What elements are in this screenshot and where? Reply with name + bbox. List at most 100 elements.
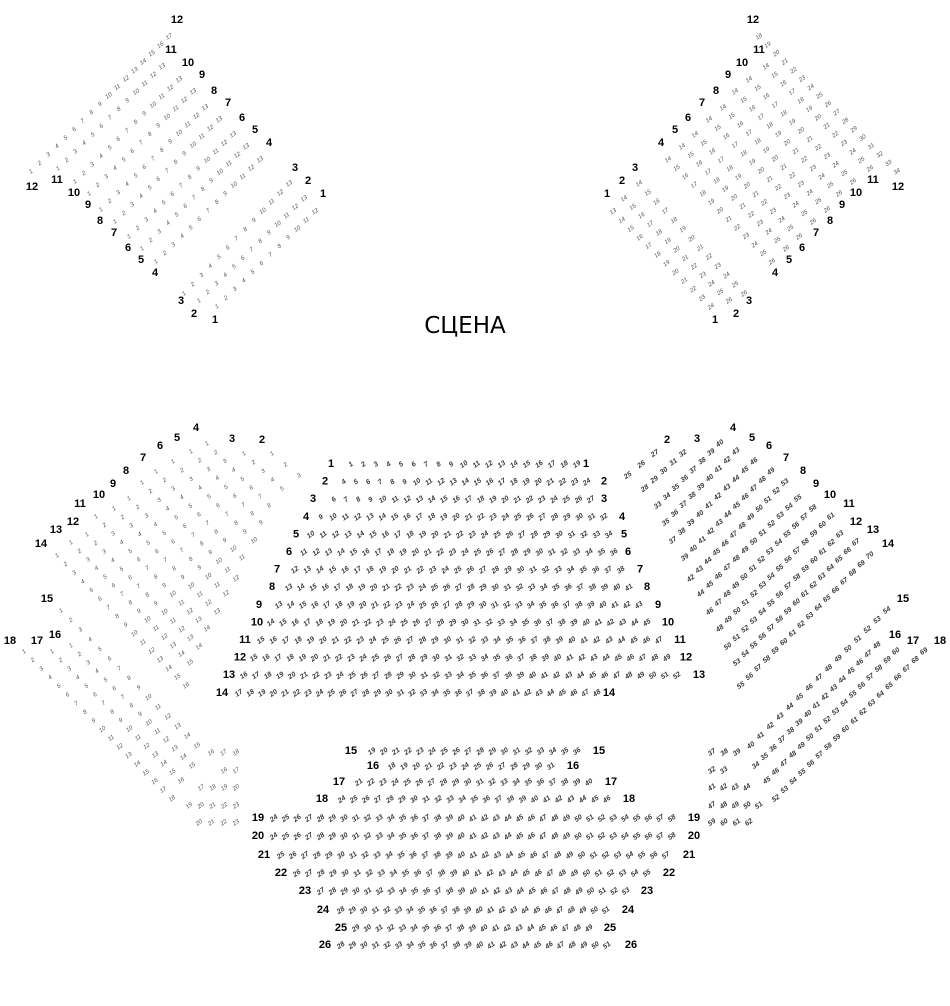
seat[interactable]: 2 bbox=[147, 237, 155, 245]
seat[interactable]: 41 bbox=[623, 583, 634, 594]
seat[interactable]: 14 bbox=[266, 618, 276, 628]
seat[interactable]: 20 bbox=[672, 245, 682, 255]
seat[interactable]: 16 bbox=[722, 132, 731, 141]
seat[interactable]: 16 bbox=[695, 159, 704, 168]
seat[interactable]: 4 bbox=[112, 165, 119, 172]
seat[interactable]: 43 bbox=[729, 783, 740, 794]
seat[interactable]: 32 bbox=[524, 747, 534, 757]
seat[interactable]: 50 bbox=[749, 537, 759, 547]
seat[interactable]: 41 bbox=[510, 688, 521, 699]
seat[interactable]: 17 bbox=[273, 653, 284, 664]
seat[interactable]: 53 bbox=[613, 851, 623, 861]
seat[interactable]: 15 bbox=[173, 673, 182, 682]
seat[interactable]: 6 bbox=[249, 485, 256, 492]
seat[interactable]: 4 bbox=[94, 668, 101, 675]
seat[interactable]: 6 bbox=[130, 148, 137, 155]
seat[interactable]: 67 bbox=[839, 576, 850, 587]
seat[interactable]: 32 bbox=[599, 512, 609, 522]
seat[interactable]: 24 bbox=[367, 636, 378, 647]
seat[interactable]: 36 bbox=[480, 671, 490, 681]
seat[interactable]: 19 bbox=[572, 460, 582, 470]
seat[interactable]: 38 bbox=[456, 924, 466, 934]
seat[interactable]: 52 bbox=[597, 814, 607, 824]
seat[interactable]: 34 bbox=[509, 618, 519, 628]
seat[interactable]: 17 bbox=[281, 635, 292, 646]
seat[interactable]: 40 bbox=[455, 814, 466, 825]
seat[interactable]: 18 bbox=[405, 530, 415, 540]
seat[interactable]: 11 bbox=[169, 617, 178, 625]
seat[interactable]: 44 bbox=[784, 702, 795, 713]
seat[interactable]: 63 bbox=[817, 572, 827, 582]
seat[interactable]: 47 bbox=[637, 653, 649, 664]
seat[interactable]: 23 bbox=[797, 75, 807, 85]
seat[interactable]: 37 bbox=[548, 777, 559, 788]
seat[interactable]: 4 bbox=[87, 636, 94, 643]
seat[interactable]: 4 bbox=[179, 494, 186, 501]
seat[interactable]: 34 bbox=[584, 548, 594, 558]
seat[interactable]: 1 bbox=[112, 219, 118, 226]
seat[interactable]: 24 bbox=[848, 147, 858, 157]
seat[interactable]: 37 bbox=[433, 886, 444, 897]
seat[interactable]: 43 bbox=[633, 600, 644, 611]
seat[interactable]: 6 bbox=[112, 685, 119, 692]
seat[interactable]: 17 bbox=[234, 688, 245, 699]
seat[interactable]: 12 bbox=[180, 96, 189, 105]
seat[interactable]: 20 bbox=[357, 600, 368, 611]
seat[interactable]: 37 bbox=[545, 617, 556, 628]
seat[interactable]: 19 bbox=[327, 618, 337, 628]
seat[interactable]: 1 bbox=[170, 459, 176, 466]
seat[interactable]: 49 bbox=[765, 467, 776, 478]
seat[interactable]: 13 bbox=[415, 495, 425, 505]
seat[interactable]: 20 bbox=[410, 548, 421, 559]
seat[interactable]: 15 bbox=[298, 600, 308, 610]
seat[interactable]: 51 bbox=[601, 906, 611, 916]
seat[interactable]: 1 bbox=[86, 191, 92, 198]
seat[interactable]: 8 bbox=[173, 159, 180, 166]
seat[interactable]: 46 bbox=[854, 658, 865, 669]
seat[interactable]: 20 bbox=[378, 747, 389, 758]
seat[interactable]: 4 bbox=[231, 467, 238, 474]
seat[interactable]: 2 bbox=[92, 540, 100, 548]
seat[interactable]: 24 bbox=[722, 271, 732, 281]
seat[interactable]: 11 bbox=[178, 599, 187, 607]
seat[interactable]: 24 bbox=[357, 653, 368, 664]
seat[interactable]: 50 bbox=[577, 851, 587, 861]
seat[interactable]: 14 bbox=[377, 512, 387, 522]
seat[interactable]: 43 bbox=[714, 518, 725, 529]
seat[interactable]: 21 bbox=[380, 583, 391, 594]
seat[interactable]: 15 bbox=[249, 653, 259, 663]
seat[interactable]: 4 bbox=[208, 263, 215, 270]
seat[interactable]: 47 bbox=[706, 800, 718, 811]
seat[interactable]: 5 bbox=[174, 514, 181, 521]
seat[interactable]: 16 bbox=[380, 530, 390, 540]
seat[interactable]: 31 bbox=[867, 143, 876, 152]
seat[interactable]: 19 bbox=[367, 747, 377, 757]
seat[interactable]: 11 bbox=[213, 581, 222, 589]
seat[interactable]: 44 bbox=[702, 556, 713, 567]
seat[interactable]: 17 bbox=[771, 101, 780, 110]
seat[interactable]: 42 bbox=[484, 869, 495, 880]
seat[interactable]: 35 bbox=[505, 636, 515, 646]
seat[interactable]: 2 bbox=[196, 457, 204, 465]
seat[interactable]: 28 bbox=[465, 583, 476, 594]
seat[interactable]: 28 bbox=[549, 512, 560, 523]
seat[interactable]: 9 bbox=[142, 110, 149, 117]
seat[interactable]: 39 bbox=[572, 778, 582, 788]
seat[interactable]: 38 bbox=[433, 814, 443, 824]
seat[interactable]: 21 bbox=[679, 277, 689, 286]
seat[interactable]: 33 bbox=[527, 583, 537, 593]
seat[interactable]: 35 bbox=[521, 618, 531, 628]
seat[interactable]: 30 bbox=[407, 671, 417, 681]
seat[interactable]: 27 bbox=[370, 670, 382, 681]
seat[interactable]: 48 bbox=[649, 653, 660, 664]
seat[interactable]: 25 bbox=[561, 495, 572, 506]
seat[interactable]: 58 bbox=[762, 655, 772, 665]
seat[interactable]: 37 bbox=[603, 565, 614, 576]
seat[interactable]: 42 bbox=[621, 600, 632, 611]
seat[interactable]: 44 bbox=[515, 887, 526, 898]
seat[interactable]: 5 bbox=[56, 683, 63, 690]
seat[interactable]: 29 bbox=[502, 565, 513, 576]
seat[interactable]: 40 bbox=[714, 439, 725, 450]
seat[interactable]: 33 bbox=[374, 832, 384, 842]
seat[interactable]: 23 bbox=[467, 530, 478, 541]
